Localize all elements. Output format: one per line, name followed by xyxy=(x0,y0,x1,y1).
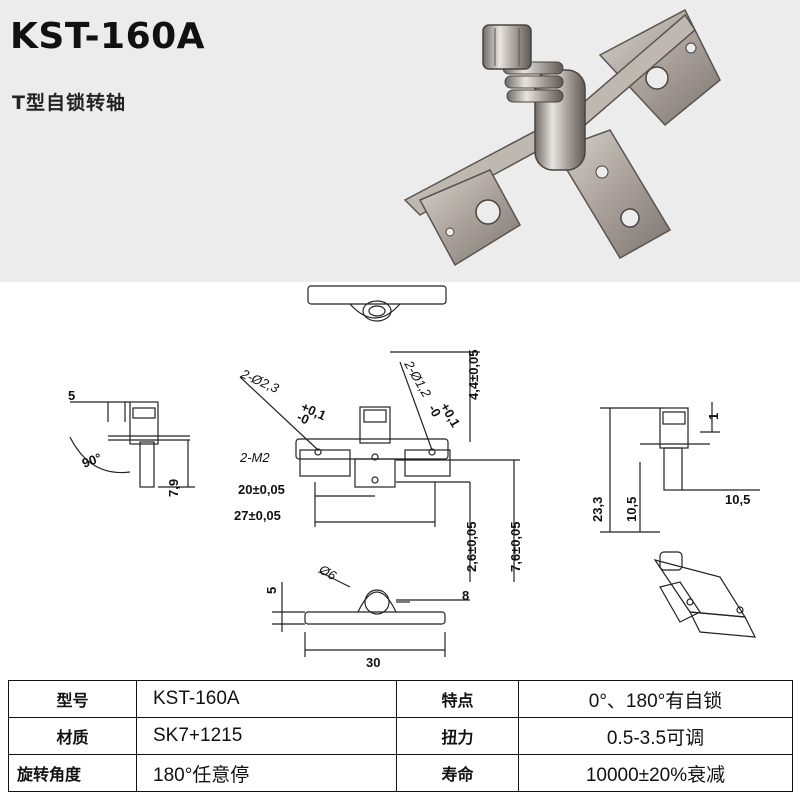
top-view-plate xyxy=(307,285,447,305)
dim-hole-2-3: 2-Ø2,3 xyxy=(238,366,282,397)
spec-table: 型号 KST-160A 特点 0°、180°有自锁 材质 SK7+1215 扭力… xyxy=(8,680,793,792)
product-header: KST-160A T型自锁转轴 xyxy=(0,0,800,282)
spec-value-torque: 0.5-3.5可调 xyxy=(518,717,793,755)
spec-row: 旋转角度 180°任意停 寿命 10000±20%衰减 xyxy=(8,754,793,792)
spec-value-material: SK7+1215 xyxy=(136,717,397,755)
spec-value-lifespan: 10000±20%衰减 xyxy=(518,754,793,792)
spec-row: 材质 SK7+1215 扭力 0.5-3.5可调 xyxy=(8,717,793,755)
dim-7-9: 7,9 xyxy=(166,479,181,497)
spec-label-rotation: 旋转角度 xyxy=(8,754,137,792)
bottom-view xyxy=(272,571,470,657)
dim-5: 5 xyxy=(68,388,75,403)
product-title: KST-160A xyxy=(10,16,206,57)
isometric-view xyxy=(653,551,757,638)
dim-10-5-vertical: 10,5 xyxy=(624,497,639,522)
dim-90-degree: 90° xyxy=(80,450,104,471)
dim-20: 20±0,05 xyxy=(238,482,285,497)
dim-hole-1-2-tol-plus: +0,1 xyxy=(437,400,463,430)
front-view xyxy=(239,351,520,582)
dim-hole-2-3-tol-minus: -0 xyxy=(295,409,312,427)
spec-label-model: 型号 xyxy=(8,680,137,718)
left-side-view xyxy=(69,401,195,488)
spec-label-material: 材质 xyxy=(8,717,137,755)
hinge-photo xyxy=(403,8,721,267)
dim-7-6: 7,6±0,05 xyxy=(508,521,523,572)
dim-5-bottom: 5 xyxy=(264,587,279,594)
dim-2-6: 2,6±0,05 xyxy=(464,521,479,572)
spec-row: 型号 KST-160A 特点 0°、180°有自锁 xyxy=(8,680,793,718)
dim-8: 8 xyxy=(462,588,469,603)
spec-label-lifespan: 寿命 xyxy=(396,754,519,792)
dim-m2: 2-M2 xyxy=(239,450,270,465)
spec-value-feature: 0°、180°有自锁 xyxy=(518,680,793,718)
dim-10-5-horizontal: 10,5 xyxy=(725,492,750,507)
technical-drawing: 5 90° 7,9 2-Ø2,3 +0,1 -0 2-Ø1,2 +0,1 -0 … xyxy=(68,285,760,670)
dim-30: 30 xyxy=(366,655,380,670)
product-subtitle: T型自锁转轴 xyxy=(12,92,126,114)
spec-value-model: KST-160A xyxy=(136,680,397,718)
dim-27: 27±0,05 xyxy=(234,508,281,523)
spec-value-rotation: 180°任意停 xyxy=(136,754,397,792)
dim-4-4: 4,4±0,05 xyxy=(466,349,481,400)
top-view-axis xyxy=(362,300,392,322)
spec-label-feature: 特点 xyxy=(396,680,519,718)
dim-1: 1 xyxy=(706,413,721,420)
dim-23-3: 23,3 xyxy=(590,497,605,522)
right-side-view xyxy=(600,402,760,533)
spec-label-torque: 扭力 xyxy=(396,717,519,755)
